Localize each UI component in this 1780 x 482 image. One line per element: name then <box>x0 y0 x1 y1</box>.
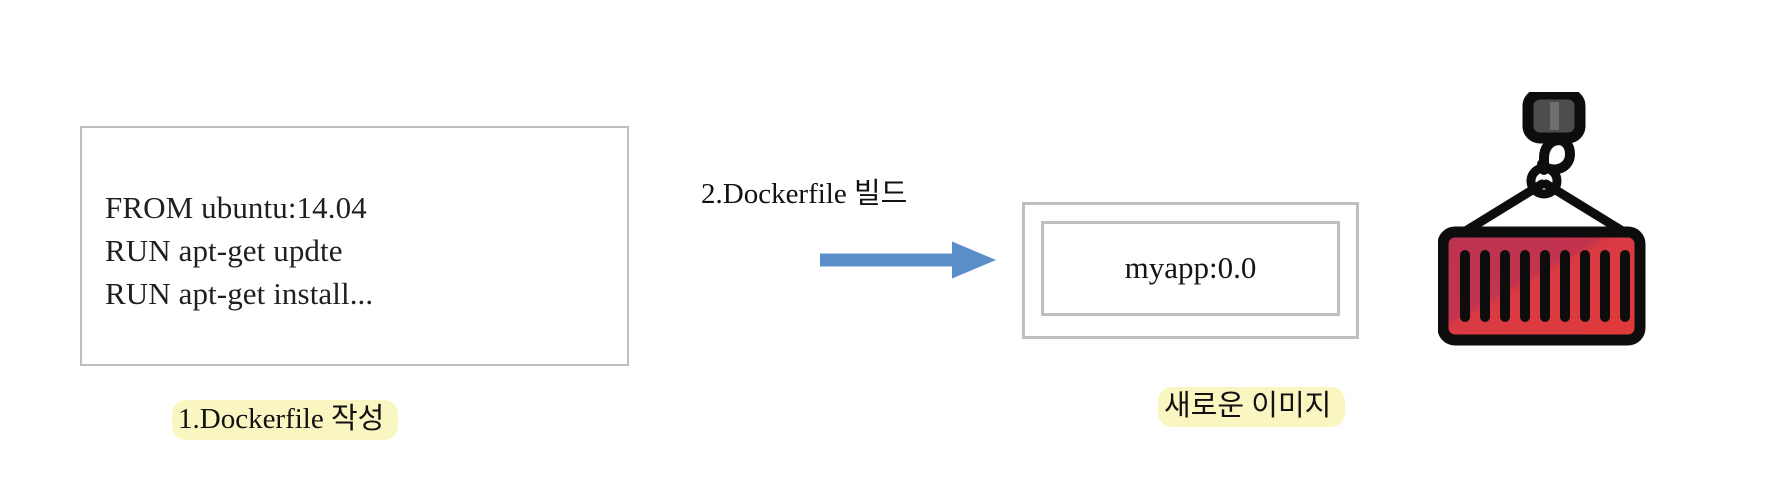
image-box-outer: myapp:0.0 <box>1022 202 1359 339</box>
crane-sling-cables <box>1459 179 1629 237</box>
image-tag-label: myapp:0.0 <box>1124 249 1257 285</box>
shipping-container-crane-icon <box>1438 92 1646 346</box>
crane-hook-icon <box>1537 135 1575 175</box>
code-line: RUN apt-get install... <box>105 276 374 311</box>
code-line: RUN apt-get updte <box>105 233 343 268</box>
dockerfile-box: FROM ubuntu:14.04 RUN apt-get updte RUN … <box>80 126 629 366</box>
right-arrow-icon <box>820 241 996 279</box>
code-line: FROM ubuntu:14.04 <box>105 190 367 225</box>
dockerfile-caption: 1.Dockerfile 작성 <box>172 395 399 440</box>
dockerfile-caption-text: 1.Dockerfile 작성 <box>172 400 399 440</box>
crane-block-highlight <box>1550 102 1559 130</box>
new-image-caption: 새로운 이미지 <box>1158 382 1346 427</box>
build-step-label: 2.Dockerfile 빌드 <box>701 178 908 210</box>
image-box-inner: myapp:0.0 <box>1041 221 1340 316</box>
new-image-caption-text: 새로운 이미지 <box>1158 387 1346 427</box>
dockerfile-code-block: FROM ubuntu:14.04 RUN apt-get updte RUN … <box>105 186 605 315</box>
container-ribs <box>1460 250 1630 322</box>
